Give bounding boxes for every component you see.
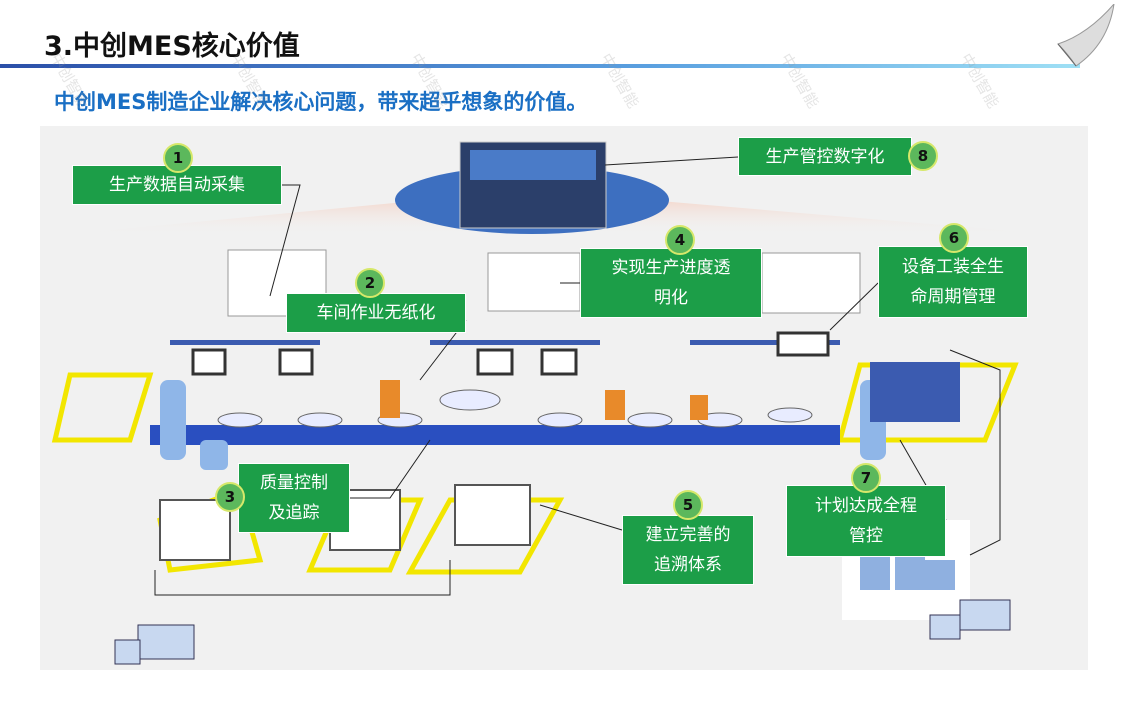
value-badge-6: 6 [939,223,969,253]
value-box-6: 设备工装全生 命周期管理 [878,246,1028,318]
trucks [114,599,1011,665]
value-box-2: 车间作业无纸化 [286,293,466,333]
progress-dashboard [487,252,581,312]
warehouse-rack [870,362,960,422]
page-title: 3.中创MES核心价值 [44,31,300,62]
page-curl-icon [1057,4,1115,67]
title-divider [0,64,1080,68]
value-badge-3: 3 [215,482,245,512]
value-box-4: 实现生产进度透 明化 [580,248,762,318]
page-subtitle: 中创MES制造企业解决核心问题，带来超乎想象的价值。 [54,90,588,114]
value-box-8: 生产管控数字化 [738,137,912,176]
equipment-dashboard [761,252,861,314]
gantry [170,340,840,345]
value-badge-5: 5 [673,490,703,520]
conveyor-line [150,425,840,445]
value-badge-8: 8 [908,141,938,171]
value-box-5: 建立完善的 追溯体系 [622,515,754,585]
value-box-7: 计划达成全程 管控 [786,485,946,557]
value-badge-4: 4 [665,225,695,255]
workstation-monitors [191,331,830,376]
robots [380,380,708,420]
value-box-3: 质量控制 及追踪 [238,463,350,533]
products [217,389,813,428]
value-badge-2: 2 [355,268,385,298]
value-badge-7: 7 [851,463,881,493]
data-collection-screen [227,249,327,317]
value-badge-1: 1 [163,143,193,173]
